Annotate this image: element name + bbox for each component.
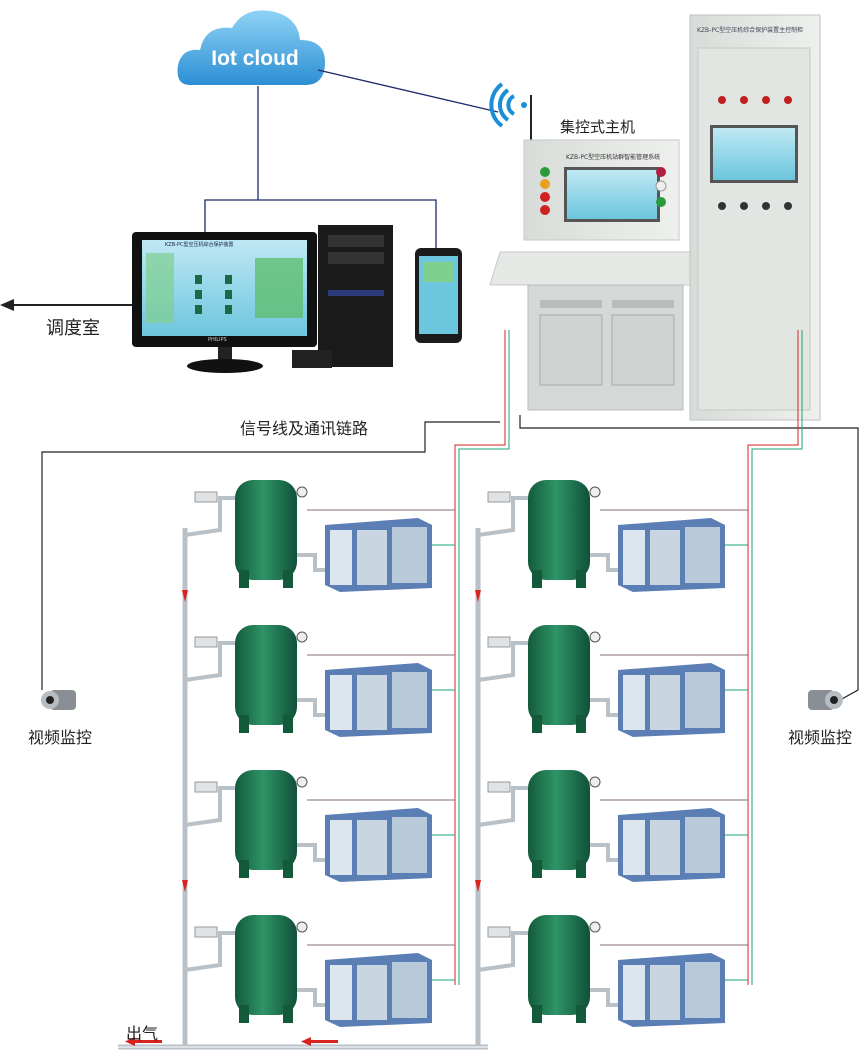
camera-icon bbox=[41, 690, 76, 710]
valve-icon bbox=[487, 781, 511, 793]
air-tank bbox=[528, 770, 590, 870]
pressure-gauge-icon bbox=[296, 776, 308, 788]
signal-bus bbox=[747, 330, 799, 985]
mobile-phone bbox=[415, 248, 462, 343]
air-tank bbox=[528, 480, 590, 580]
outlet-label: 出气 bbox=[126, 1024, 159, 1043]
main-control-cabinet bbox=[689, 14, 821, 421]
monitor-brand: PHILIPS bbox=[208, 337, 227, 343]
pressure-gauge-icon bbox=[296, 921, 308, 933]
pressure-gauge-icon bbox=[589, 921, 601, 933]
compressor-unit bbox=[183, 480, 455, 592]
pressure-gauge-icon bbox=[589, 486, 601, 498]
cabinet-title: KZB-PC型空压机综合保护装置主控制柜 bbox=[697, 27, 804, 34]
compressor-unit bbox=[476, 915, 748, 1027]
central-host-console bbox=[489, 139, 713, 411]
camera-icon bbox=[808, 690, 843, 710]
flow-arrow-icon bbox=[475, 590, 481, 602]
host-panel-title: KZB-PC型空压机站群智能管理系统 bbox=[566, 154, 661, 161]
air-tank bbox=[528, 915, 590, 1015]
pressure-gauge-icon bbox=[296, 631, 308, 643]
compressor-unit bbox=[183, 915, 455, 1027]
air-tank bbox=[235, 770, 297, 870]
signal-bus bbox=[751, 330, 803, 985]
wifi-antenna-icon bbox=[489, 82, 532, 140]
camera-label-right: 视频监控 bbox=[788, 728, 853, 747]
pc-tower bbox=[292, 225, 393, 368]
outlet-pipe bbox=[118, 1037, 488, 1050]
compressor-unit bbox=[476, 625, 748, 737]
camera-label-left: 视频监控 bbox=[28, 728, 93, 747]
signal-bus bbox=[454, 330, 506, 985]
pressure-gauge-icon bbox=[589, 776, 601, 788]
dispatch-room-label: 调度室 bbox=[46, 318, 100, 339]
valve-icon bbox=[487, 926, 511, 938]
iot-cloud-icon bbox=[177, 10, 325, 85]
valve-icon bbox=[194, 636, 218, 648]
signal-bus bbox=[458, 330, 510, 985]
air-tank bbox=[235, 625, 297, 725]
dispatch-arrow-icon bbox=[0, 299, 135, 311]
valve-icon bbox=[487, 491, 511, 503]
compressor-unit bbox=[183, 625, 455, 737]
flow-arrow-icon bbox=[475, 880, 481, 892]
host-label: 集控式主机 bbox=[560, 118, 636, 136]
valve-icon bbox=[194, 781, 218, 793]
compressor-unit bbox=[476, 480, 748, 592]
cloud-label: Iot cloud bbox=[211, 47, 299, 70]
valve-icon bbox=[194, 491, 218, 503]
network-links bbox=[204, 69, 499, 248]
pc-monitor bbox=[132, 232, 317, 373]
signal-line-label: 信号线及通讯链路 bbox=[240, 419, 369, 438]
flow-arrow-icon bbox=[182, 880, 188, 892]
monitor-screen-title: KZB-PC型空压机综合保护装置 bbox=[165, 242, 234, 248]
flow-arrow-icon bbox=[301, 1037, 338, 1046]
valve-icon bbox=[487, 636, 511, 648]
compressor-unit bbox=[183, 770, 455, 882]
flow-arrow-icon bbox=[182, 590, 188, 602]
compressor-unit bbox=[476, 770, 748, 882]
signal-lines-black bbox=[41, 415, 859, 701]
valve-icon bbox=[194, 926, 218, 938]
air-tank bbox=[235, 480, 297, 580]
air-tank bbox=[235, 915, 297, 1015]
pressure-gauge-icon bbox=[296, 486, 308, 498]
compressor-units bbox=[182, 330, 803, 1047]
pressure-gauge-icon bbox=[589, 631, 601, 643]
air-tank bbox=[528, 625, 590, 725]
flow-arrow-icon bbox=[125, 1037, 162, 1046]
